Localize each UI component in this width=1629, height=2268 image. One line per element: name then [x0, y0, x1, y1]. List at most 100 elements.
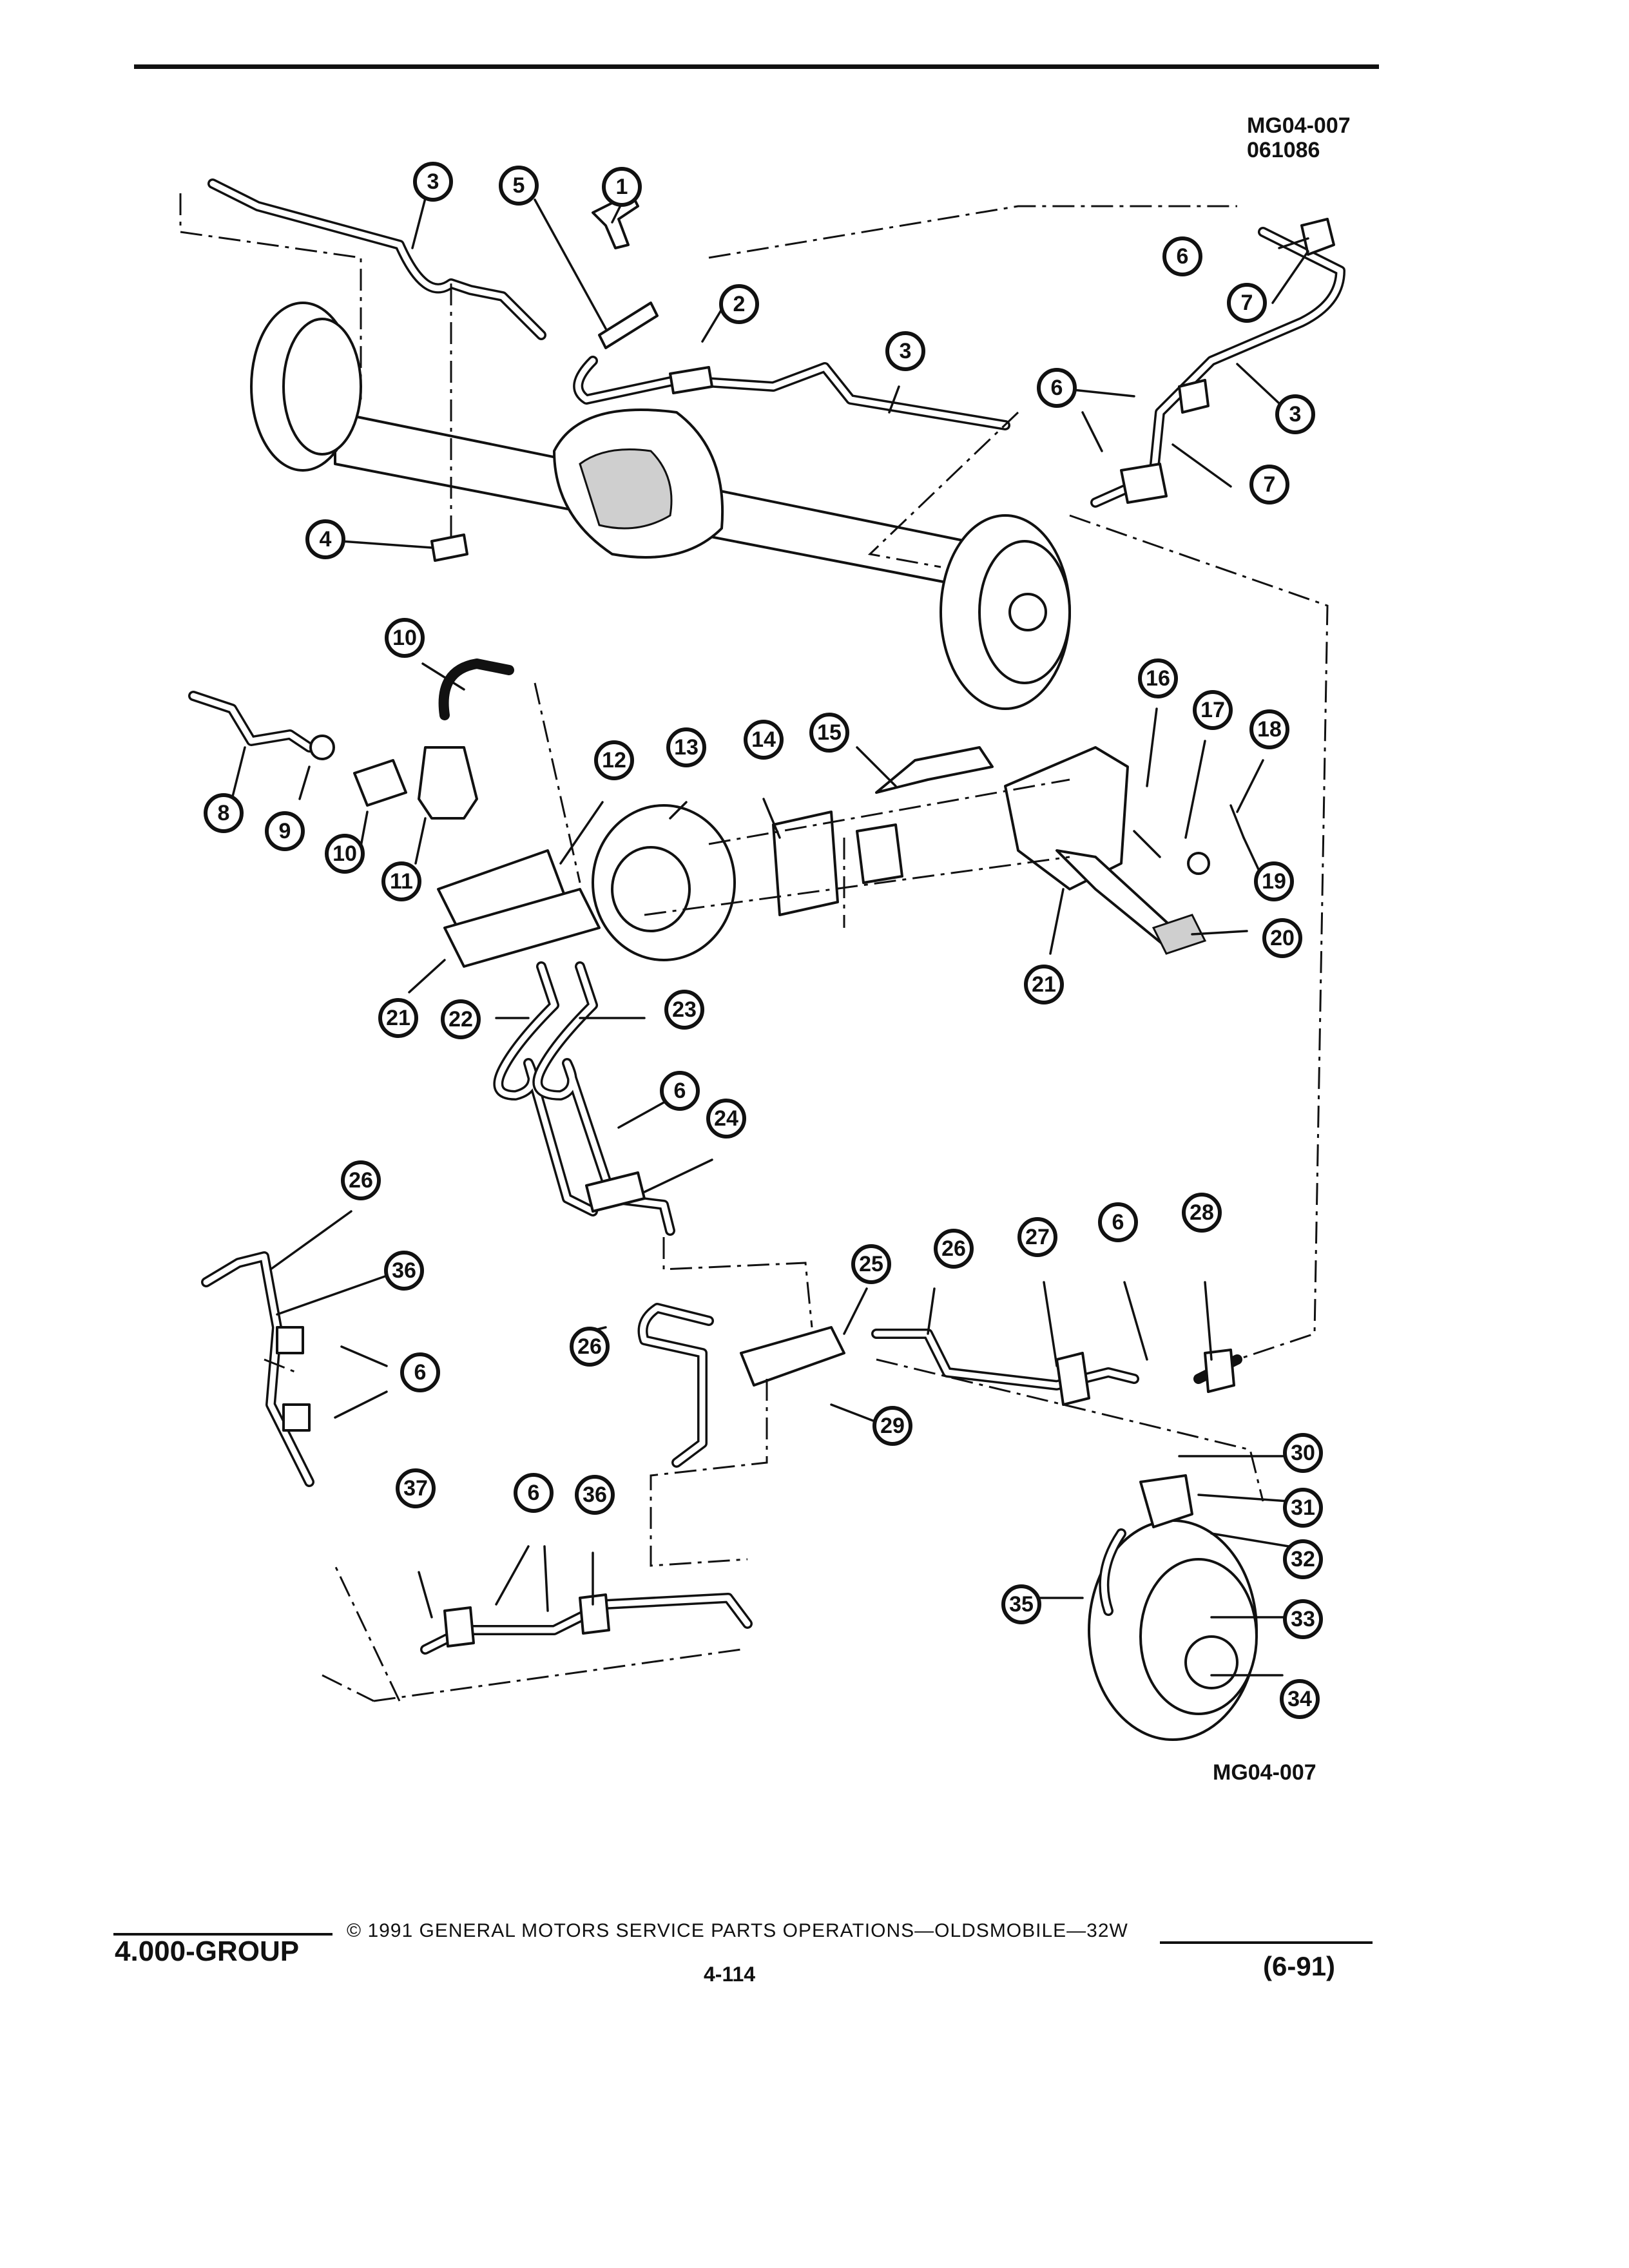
footer-date: (6-91) — [1263, 1951, 1336, 1981]
rear-pipe-retainer — [1204, 1349, 1235, 1393]
differential-cover — [579, 448, 673, 530]
front-left-brake-pipe — [637, 1303, 714, 1468]
leader-lines — [231, 197, 1309, 1677]
pipe-retainer-upper — [1300, 218, 1335, 256]
callout-26: 26 — [341, 1160, 381, 1200]
wheel-hub — [1184, 1635, 1239, 1689]
front-disc-brake-assembly — [1088, 1474, 1258, 1741]
svg-text:3: 3 — [1289, 402, 1302, 427]
brake-rotor — [1139, 1558, 1258, 1715]
callout-19: 19 — [1254, 861, 1294, 901]
callout-24: 24 — [706, 1099, 746, 1139]
callout-21: 21 — [1024, 965, 1064, 1004]
footer-page-number: 4-114 — [704, 1963, 756, 1986]
svg-text:7: 7 — [1264, 472, 1276, 497]
callout-18: 18 — [1249, 709, 1289, 749]
svg-text:33: 33 — [1291, 1607, 1315, 1631]
axle-brake-clip — [430, 533, 468, 562]
svg-text:17: 17 — [1200, 698, 1225, 722]
callout-2: 2 — [719, 284, 759, 324]
svg-text:10: 10 — [333, 841, 357, 866]
callout-28: 28 — [1182, 1193, 1222, 1233]
svg-text:31: 31 — [1291, 1495, 1315, 1520]
callout-34: 34 — [1280, 1679, 1320, 1719]
svg-text:22: 22 — [448, 1007, 473, 1032]
svg-text:4: 4 — [320, 527, 332, 552]
footer-rule-right — [1160, 1941, 1373, 1944]
top-rule — [134, 64, 1379, 69]
svg-text:18: 18 — [1257, 717, 1282, 742]
callout-5: 5 — [499, 166, 539, 206]
callout-20: 20 — [1262, 918, 1302, 958]
center-pipe-retainer — [1055, 1352, 1090, 1406]
callout-3: 3 — [1275, 394, 1315, 434]
svg-text:28: 28 — [1190, 1200, 1214, 1225]
svg-text:2: 2 — [733, 292, 746, 316]
svg-text:15: 15 — [817, 720, 842, 745]
svg-text:25: 25 — [859, 1252, 883, 1276]
vacuum-clamp — [309, 735, 335, 760]
brake-hose-bracket — [669, 366, 713, 394]
callout-7: 7 — [1227, 283, 1267, 323]
diagram-bottom-code: MG04-007 — [1213, 1760, 1316, 1785]
footer-copyright: © 1991 GENERAL MOTORS SERVICE PARTS OPER… — [347, 1920, 1128, 1941]
svg-text:11: 11 — [390, 869, 413, 894]
svg-text:12: 12 — [602, 748, 626, 773]
svg-text:3: 3 — [900, 339, 912, 363]
dash-panel-opening — [856, 823, 903, 884]
callout-17: 17 — [1193, 690, 1233, 730]
lower-pipe-clip-left — [443, 1606, 475, 1648]
callout-9: 9 — [265, 811, 305, 851]
pipe-bracket — [585, 1171, 646, 1213]
svg-text:1: 1 — [616, 175, 628, 199]
callout-7: 7 — [1249, 465, 1289, 505]
svg-text:13: 13 — [674, 735, 699, 760]
master-cylinder-booster-group — [188, 658, 1245, 968]
rear-axle-assembly — [250, 302, 1071, 710]
svg-text:21: 21 — [386, 1006, 410, 1030]
svg-text:19: 19 — [1262, 869, 1286, 894]
svg-text:26: 26 — [941, 1236, 966, 1261]
callout-36: 36 — [384, 1251, 424, 1291]
reference-lines — [179, 193, 1329, 1702]
vacuum-check-valve — [418, 746, 478, 820]
callout-22: 22 — [441, 999, 481, 1039]
callout-1: 1 — [602, 167, 642, 207]
callout-14: 14 — [744, 720, 784, 760]
svg-text:6: 6 — [414, 1360, 427, 1385]
callout-23: 23 — [664, 990, 704, 1030]
callout-12: 12 — [594, 740, 634, 780]
callout-27: 27 — [1017, 1217, 1057, 1257]
vacuum-hose-long — [438, 658, 514, 720]
callout-3: 3 — [885, 331, 925, 371]
booster-gasket — [772, 811, 839, 916]
callout-8: 8 — [204, 793, 244, 833]
master-cylinder-brake-pipes — [493, 961, 675, 1236]
figure-date: 061086 — [1247, 138, 1320, 162]
callout-29: 29 — [872, 1406, 912, 1446]
svg-text:32: 32 — [1291, 1547, 1315, 1571]
stoplamp-switch-wire — [875, 746, 994, 794]
pedal-pivot-bolt — [1133, 830, 1161, 858]
svg-text:26: 26 — [577, 1334, 602, 1359]
svg-text:7: 7 — [1241, 291, 1253, 315]
svg-text:5: 5 — [513, 173, 525, 198]
svg-text:30: 30 — [1291, 1441, 1315, 1465]
svg-text:6: 6 — [1051, 376, 1063, 400]
footer-rule-left — [113, 1933, 333, 1936]
callout-3: 3 — [413, 162, 453, 202]
callout-6: 6 — [660, 1071, 700, 1111]
callout-21: 21 — [378, 998, 418, 1038]
callout-10: 10 — [385, 618, 425, 658]
callout-6: 6 — [1162, 236, 1202, 276]
vacuum-hose-short — [353, 759, 407, 807]
callout-13: 13 — [666, 727, 706, 767]
booster-front-face — [611, 846, 691, 932]
svg-text:29: 29 — [880, 1414, 905, 1438]
callout-6: 6 — [1037, 368, 1077, 408]
pipe-retainer-lower — [1120, 463, 1168, 504]
callout-26: 26 — [570, 1327, 610, 1367]
svg-text:6: 6 — [528, 1481, 540, 1505]
svg-text:27: 27 — [1025, 1225, 1050, 1249]
pipe-retainer-middle — [1178, 379, 1210, 414]
